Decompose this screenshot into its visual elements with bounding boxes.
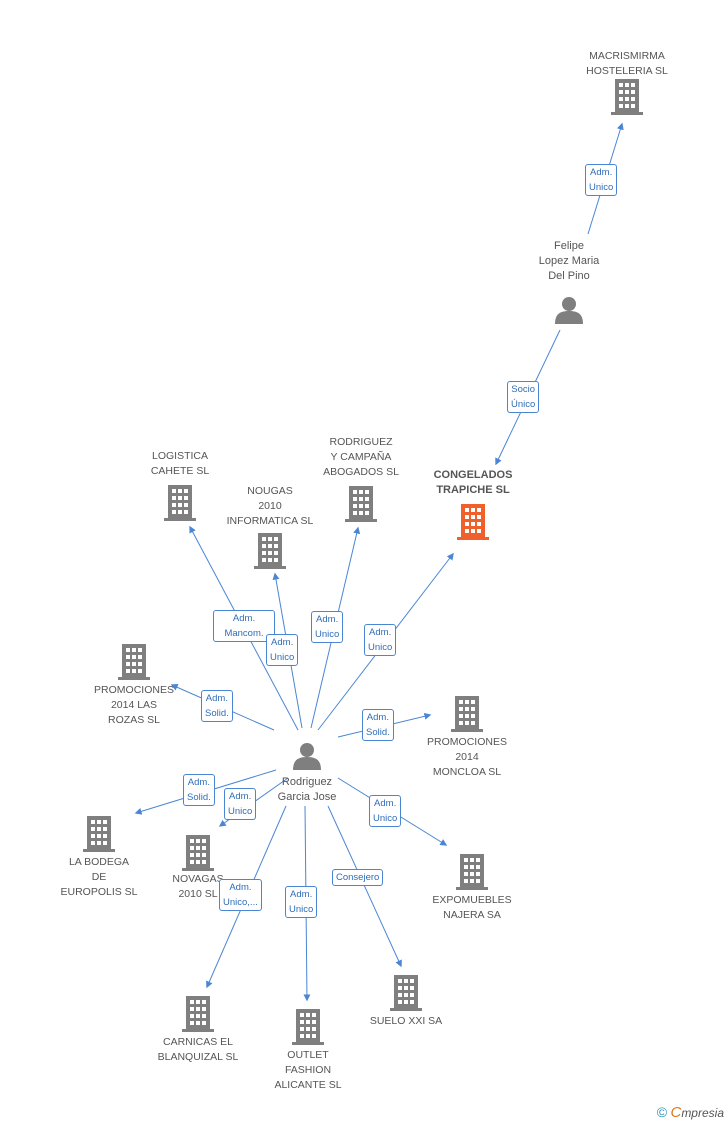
edge-rg-suelo [327, 805, 402, 968]
edge-label-rg-congelados[interactable]: Adm.Unico [364, 624, 397, 656]
building-icon [164, 485, 196, 521]
node-label: SUELO XXI SA [369, 1015, 443, 1027]
edge-label-rg-outlet[interactable]: Adm.Unico [285, 886, 318, 918]
edge-label-rg-promo-moncloa[interactable]: Adm.Solid. [362, 709, 394, 741]
brand-name: mpresia [681, 1106, 724, 1120]
building-icon [611, 79, 643, 115]
building-icon [456, 854, 488, 890]
copyright-icon: © [656, 1104, 668, 1120]
edge-label-rg-suelo[interactable]: Consejero [332, 869, 384, 886]
edge-label-rg-rodriguez-campana[interactable]: Adm.Unico [311, 611, 344, 643]
building-icon [182, 996, 214, 1032]
edge-label-rg-logistica[interactable]: Adm.Mancom. [213, 610, 275, 642]
building-icon [118, 644, 150, 680]
edge-label-rg-expomuebles[interactable]: Adm.Unico [369, 795, 402, 827]
brand-footer[interactable]: © Cmpresia [657, 1104, 724, 1121]
building-icon [83, 816, 115, 852]
building-icon [182, 835, 214, 871]
building-icon [345, 486, 377, 522]
edge-label-rg-bodega[interactable]: Adm.Solid. [183, 774, 215, 806]
building-icon [451, 696, 483, 732]
building-icon [390, 975, 422, 1011]
building-icon [292, 1009, 324, 1045]
edge-label-rg-novagas[interactable]: Adm.Unico [224, 788, 257, 820]
building-icon [457, 504, 489, 540]
brand-logo-letter: C [670, 1104, 682, 1121]
edge-label-rg-nougas[interactable]: Adm.Unico [266, 634, 299, 666]
person-icon [293, 743, 321, 770]
edge-label-felipe-macrismirma[interactable]: Adm.Unico [585, 164, 618, 196]
node-suelo[interactable]: SUELO XXI SA [336, 975, 476, 1029]
edge-label-rg-carnicas[interactable]: Adm.Unico,... [219, 879, 262, 911]
person-icon [555, 297, 583, 324]
edge-label-rg-promo-rozas[interactable]: Adm.Solid. [201, 690, 233, 722]
building-icon [254, 533, 286, 569]
